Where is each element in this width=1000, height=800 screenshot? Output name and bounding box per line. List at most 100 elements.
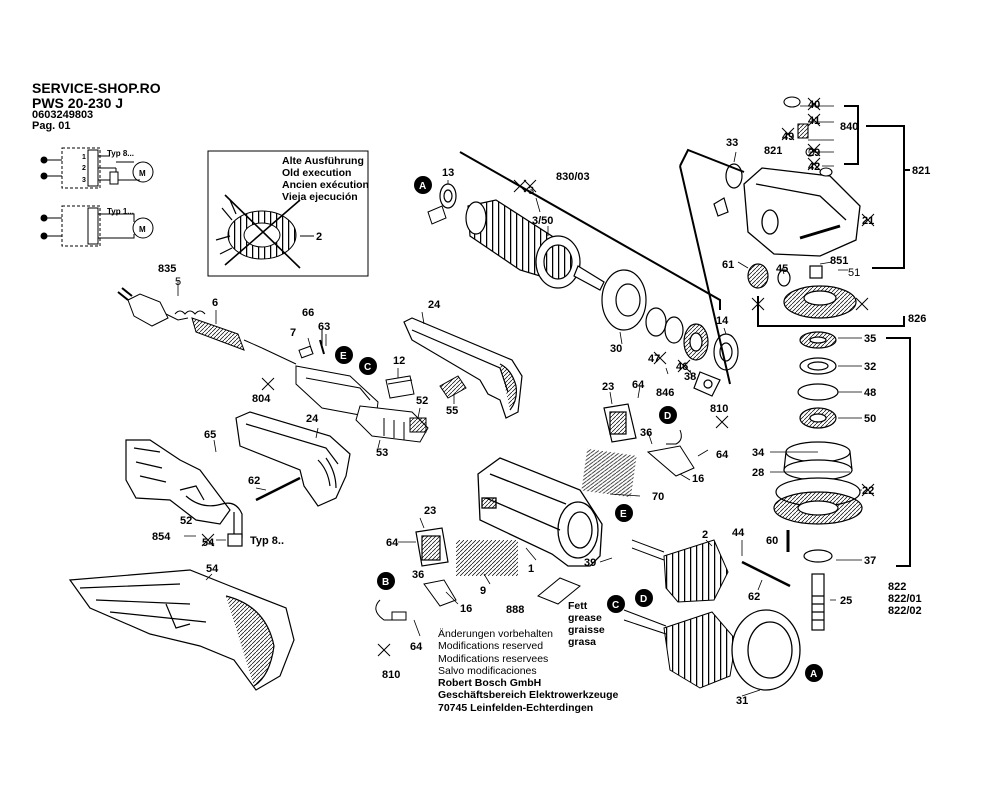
old-execution-es: Vieja ejecución [282, 191, 358, 203]
callout-16-lower: 16 [460, 603, 472, 615]
callout-16-upper: 16 [692, 473, 704, 485]
callout-45: 45 [776, 263, 788, 275]
label-plate-9 [456, 540, 518, 576]
power-cord-plug [117, 287, 206, 327]
old-execution-notes: Alte Ausführung Old execution Ancien exé… [282, 155, 369, 203]
callout-64-lower: 64 [386, 537, 399, 549]
part-number: 0603249803 [32, 109, 94, 121]
marker-a-top: A [414, 176, 432, 194]
leader-lines [177, 105, 862, 697]
cord-to-switch [261, 347, 297, 365]
callout-34: 34 [752, 447, 765, 459]
callout-55: 55 [446, 405, 458, 417]
callout-42: 42 [808, 161, 820, 173]
callout-54-housing: 54 [206, 563, 219, 575]
callout-3-50: 3/50 [532, 215, 553, 227]
callout-24-lower: 24 [306, 413, 319, 425]
callout-28: 28 [752, 467, 764, 479]
svg-text:D: D [664, 411, 671, 422]
callout-60: 60 [766, 535, 778, 547]
callout-32: 32 [864, 361, 876, 373]
cable-clamp-52 [185, 495, 243, 547]
callout-38: 38 [684, 371, 696, 383]
callout-821-right: 821 [912, 165, 930, 177]
svg-text:D: D [640, 594, 647, 605]
callout-21: 21 [862, 215, 874, 227]
callout-53: 53 [376, 447, 388, 459]
marker-c-switch: C [359, 357, 377, 375]
callout-822: 822 [888, 581, 906, 593]
brush-holder-55 [439, 375, 467, 399]
callout-66: 66 [302, 307, 314, 319]
callout-826: 826 [908, 313, 926, 325]
callout-30: 30 [610, 343, 622, 355]
terminal-3: 3 [82, 177, 86, 184]
marker-b-left: B [377, 572, 395, 590]
handle-shell-lower [235, 411, 351, 507]
callout-61: 61 [722, 259, 734, 271]
page-number: Pag. 01 [32, 120, 71, 132]
discontinued-markers [201, 97, 875, 657]
callout-23-upper: 23 [602, 381, 614, 393]
callout-7: 7 [290, 327, 296, 339]
company-division: Geschäftsbereich Elektrowerkzeuge [438, 689, 619, 702]
callout-846: 846 [656, 387, 674, 399]
marker-d-brush: D [659, 406, 677, 424]
bearing-flange-22 [773, 477, 863, 525]
dust-cover [427, 205, 447, 225]
spindle-25 [803, 549, 833, 631]
screw-62-left [255, 476, 301, 502]
bearing-flange-34-28 [783, 441, 853, 481]
callout-50: 50 [864, 413, 876, 425]
cable-sleeve [191, 317, 263, 351]
callout-821-left: 821 [764, 145, 782, 157]
model-name: PWS 20-230 J [32, 95, 124, 111]
bevel-gear-826 [783, 285, 857, 319]
callout-52-clamp: 52 [180, 515, 192, 527]
gear-housing-top-left [125, 439, 231, 525]
changes-de: Änderungen vorbehalten [438, 628, 554, 640]
callout-1: 1 [528, 563, 534, 575]
marker-e-winding: E [615, 504, 633, 522]
callout-63: 63 [318, 321, 330, 333]
old-execution-fr: Ancien exécution [282, 179, 369, 191]
switch-block-52 [355, 405, 429, 443]
callout-64-bottom: 64 [410, 641, 423, 653]
callout-12: 12 [393, 355, 405, 367]
svg-text:A: A [419, 181, 426, 192]
callout-822-01: 822/01 [888, 593, 922, 605]
callout-22: 22 [862, 485, 874, 497]
motor-housing-1 [477, 457, 603, 567]
gear-head-housing [743, 167, 861, 257]
grease-note: Fett grease graisse grasa [568, 600, 605, 648]
callout-25: 25 [840, 595, 852, 607]
callout-49: 49 [782, 131, 794, 143]
company-name: Robert Bosch GmbH [438, 677, 542, 690]
screw-62-right [741, 560, 791, 588]
motor-symbol-label-2: M [139, 225, 146, 234]
callout-51: 51 [848, 267, 860, 279]
field-winding-2 [631, 539, 729, 603]
callout-44: 44 [732, 527, 745, 539]
rings-47-46 [645, 307, 709, 361]
callout-64-right: 64 [716, 449, 729, 461]
callout-typ8: Typ 8.. [250, 535, 284, 547]
callout-62-left: 62 [248, 475, 260, 487]
svg-text:B: B [382, 577, 389, 588]
callout-37: 37 [864, 555, 876, 567]
marker-d-winding: D [635, 589, 653, 607]
terminal-1: 1 [82, 154, 86, 161]
fan-30 [601, 269, 647, 331]
callout-835: 835 [158, 263, 176, 275]
callout-810-upper: 810 [710, 403, 728, 415]
callout-35: 35 [864, 333, 876, 345]
brush-holder-23-lower [415, 527, 449, 567]
callout-54-clamp: 54 [202, 537, 215, 549]
callout-47: 47 [648, 353, 660, 365]
callout-41: 41 [808, 115, 820, 127]
armature-3 [465, 199, 605, 291]
callout-5: 5 [175, 276, 181, 288]
callout-65: 65 [204, 429, 216, 441]
spindle-lock-parts [783, 96, 833, 177]
handle-shell-upper [403, 317, 523, 419]
